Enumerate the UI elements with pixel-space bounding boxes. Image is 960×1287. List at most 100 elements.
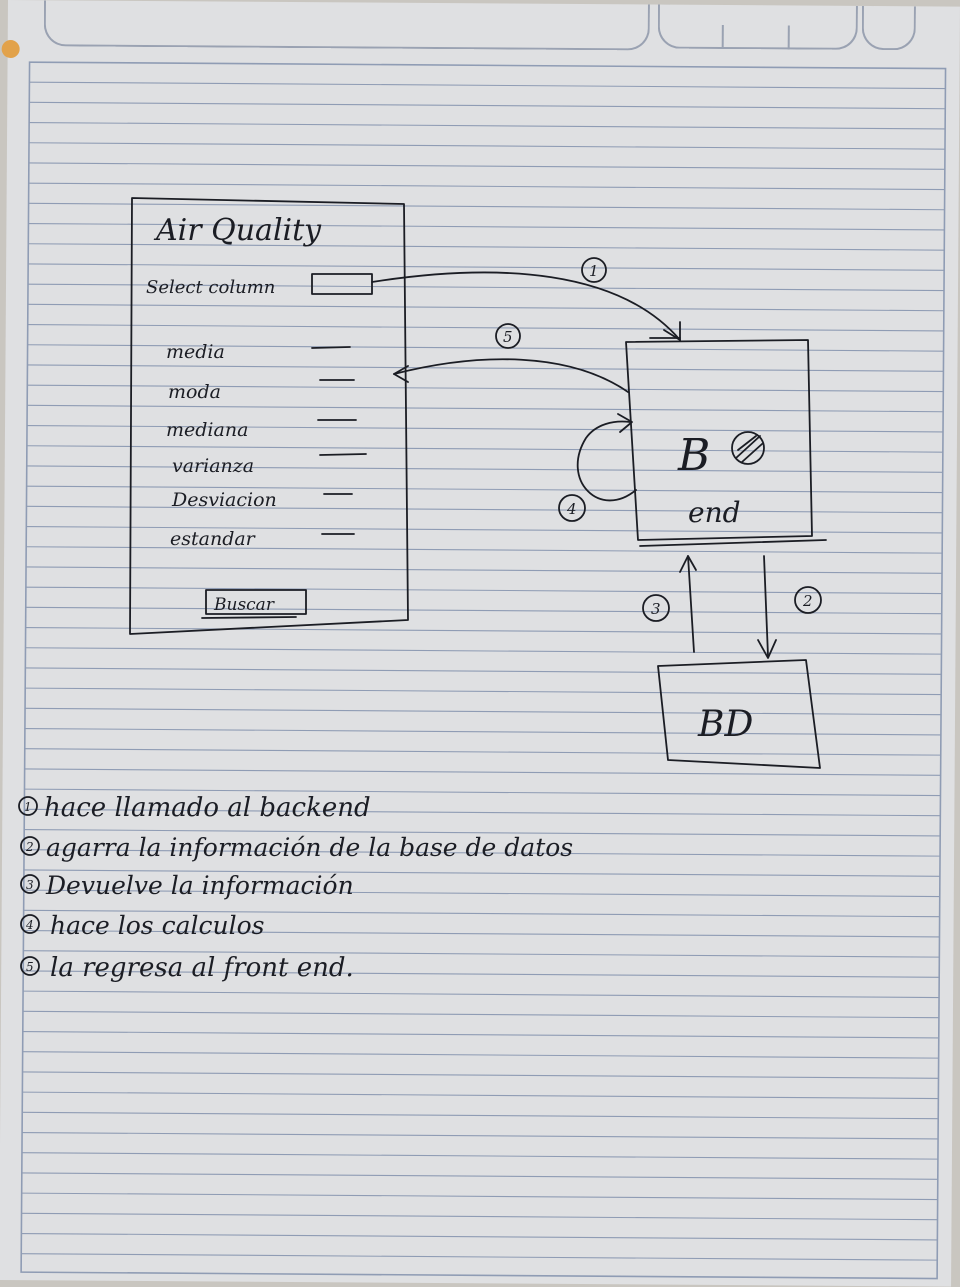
ruled-line (27, 404, 944, 413)
ruled-line (23, 909, 940, 918)
step-5-number: 5 (503, 328, 513, 346)
note-1-number: 1 (24, 800, 32, 814)
ruled-line (25, 707, 942, 716)
ruled-line (25, 586, 942, 595)
stat-label-moda: moda (168, 381, 221, 403)
database-box (657, 659, 821, 769)
stat-label-desviacion: Desviacion (171, 489, 277, 511)
ruled-line (25, 626, 942, 635)
ruled-line (28, 222, 945, 231)
ruled-line (22, 1030, 939, 1039)
ruled-line (24, 748, 941, 756)
ruled-frame (20, 61, 947, 1280)
ruled-line (22, 1091, 939, 1100)
ruled-line (28, 243, 945, 251)
ruled-line (28, 263, 945, 271)
ruled-line (28, 283, 944, 292)
note-5-circle (20, 956, 40, 976)
step-3-circle (642, 594, 670, 622)
ruled-line (22, 1131, 939, 1140)
ruled-line (29, 122, 946, 130)
step-2-circle (794, 586, 822, 614)
ruled-line (24, 828, 941, 837)
select-column-label: Select column (146, 277, 275, 298)
ruled-line (22, 1010, 939, 1019)
ruled-line (23, 929, 940, 938)
search-button-underline (201, 616, 297, 619)
note-5-number: 5 (26, 960, 34, 974)
ruled-line (24, 808, 941, 817)
stat-label-estandar: estandar (170, 528, 257, 550)
arrow-5 (393, 358, 629, 393)
step-1-number: 1 (589, 262, 599, 280)
frontend-title: Air Quality (153, 213, 322, 248)
ruled-line (28, 182, 945, 191)
ruled-line (26, 445, 943, 453)
ruled-line (23, 950, 940, 958)
crossed-out-letter (731, 431, 765, 465)
arrowhead (757, 639, 777, 659)
ruled-line (29, 81, 946, 90)
stats-list: media moda mediana varianza Desviacion e… (166, 341, 367, 550)
note-1-text: hace llamado al backend (44, 793, 371, 823)
arrow-3 (687, 555, 695, 653)
stat-label-mediana: mediana (166, 419, 248, 441)
ruled-line (27, 364, 944, 372)
ruled-line (29, 142, 945, 150)
note-2-text: agarra la información de la base de dato… (46, 833, 573, 862)
ruled-line (27, 344, 944, 352)
ruled-line (25, 647, 942, 655)
search-button[interactable] (205, 589, 307, 615)
ruled-line (26, 525, 943, 534)
ruled-line (26, 465, 943, 473)
stat-label-varianza: varianza (172, 455, 254, 477)
ruled-line (29, 101, 946, 110)
arrow-2 (763, 555, 769, 657)
note-4-circle (20, 914, 40, 934)
database-label: BD (697, 704, 753, 745)
backend-box (625, 339, 813, 541)
ruled-line (28, 162, 945, 170)
note-3-text: Devuelve la información (45, 871, 354, 900)
ruled-line (26, 546, 943, 554)
ruled-line (27, 384, 944, 393)
ruled-line (26, 485, 943, 494)
search-button-label: Buscar (213, 595, 275, 615)
note-5-text: la regresa al front end. (50, 953, 354, 983)
ruled-line (21, 1212, 938, 1221)
arrowhead (393, 365, 409, 383)
ruled-line (24, 788, 941, 797)
ruled-line (25, 667, 942, 675)
stat-value-blank (311, 346, 351, 349)
column-select-box[interactable] (311, 273, 373, 295)
step-2-number: 2 (802, 592, 813, 610)
stat-value-blank (319, 453, 367, 456)
stat-label-media: media (166, 341, 225, 363)
ruled-line (27, 303, 944, 312)
ruled-line (23, 869, 940, 877)
ruled-line (27, 323, 944, 332)
ruled-line (27, 424, 944, 433)
step-5-circle (495, 323, 521, 349)
ruled-line (22, 1111, 939, 1120)
ruled-line (28, 202, 945, 211)
notes-list: 1 hace llamado al backend 2 agarra la in… (18, 793, 573, 983)
arrowhead (617, 413, 633, 433)
ruled-line (23, 990, 940, 999)
ruled-line (25, 687, 942, 696)
note-3-number: 3 (26, 878, 34, 892)
note-3-circle (20, 874, 40, 894)
ruled-line (24, 768, 941, 776)
ruled-line (23, 889, 940, 898)
step-4-number: 4 (566, 500, 577, 518)
ruled-line (21, 1172, 938, 1180)
backend-baseline (639, 539, 827, 547)
ruled-line (22, 1071, 939, 1079)
ruled-line (26, 566, 943, 574)
note-1-circle (18, 796, 38, 816)
arrowhead (663, 321, 681, 341)
ruled-line (24, 849, 941, 857)
ruled-line (22, 1051, 939, 1059)
ruled-line (21, 1152, 938, 1160)
